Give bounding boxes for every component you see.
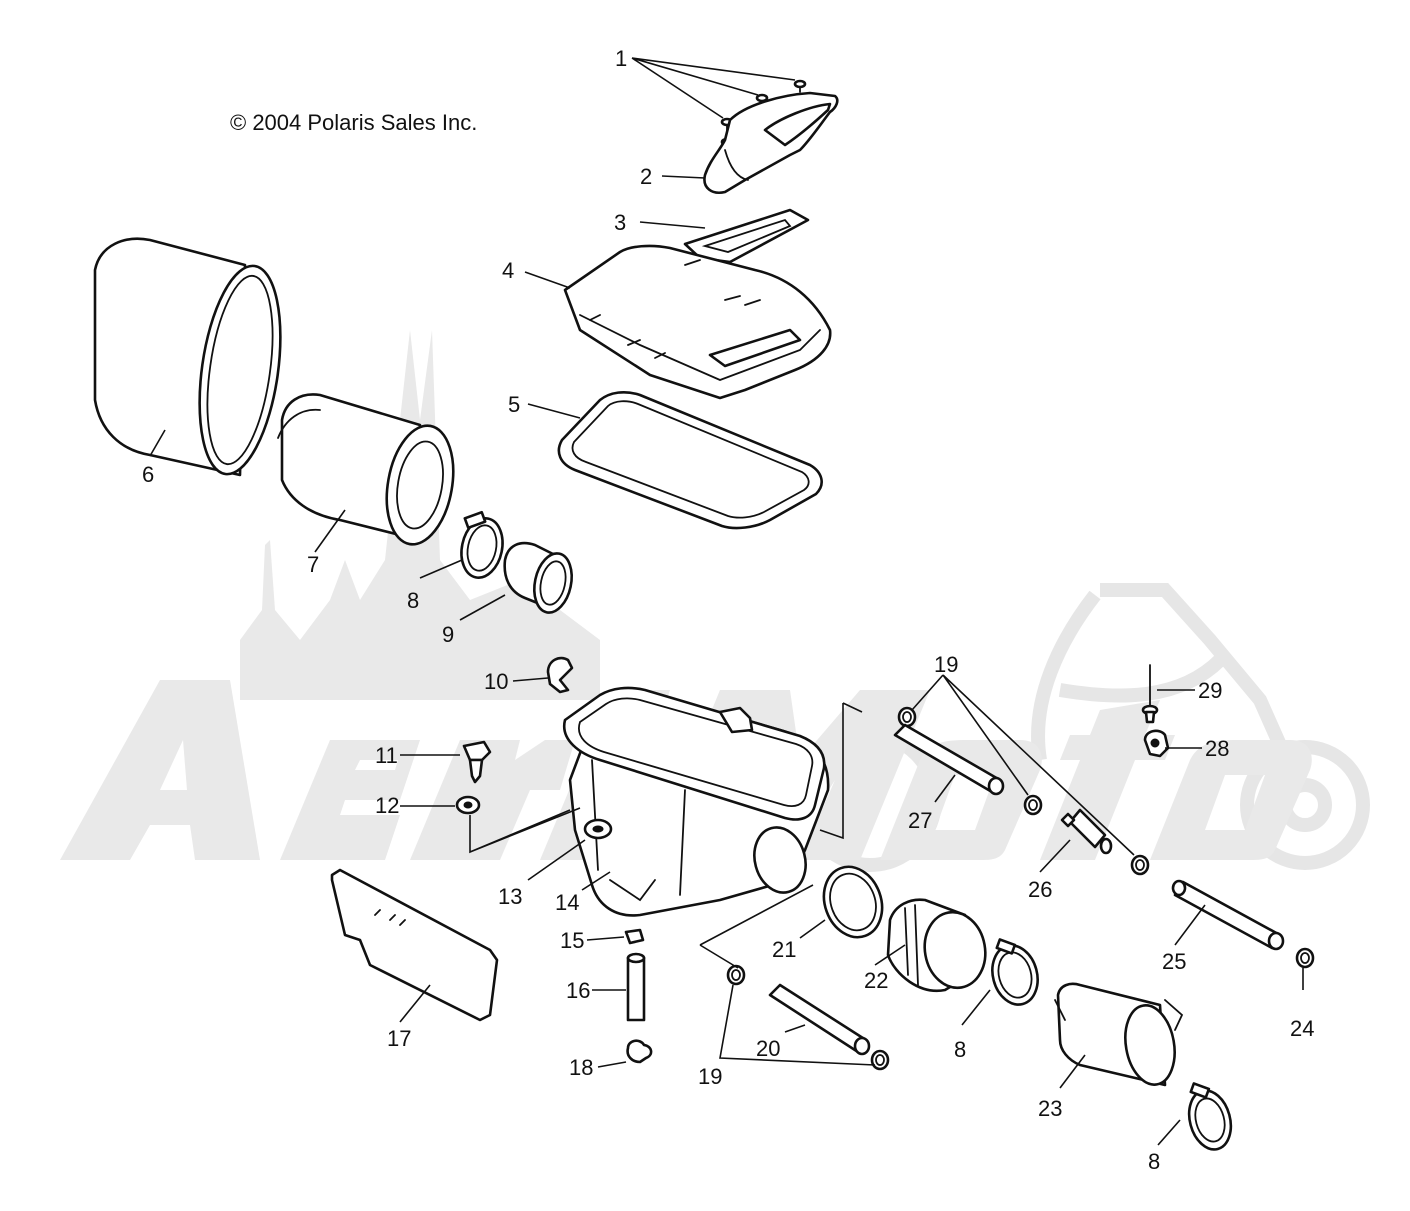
callout-9: 9 <box>442 622 454 647</box>
watermark-motorcycle <box>798 583 1370 872</box>
callout-5: 5 <box>508 392 520 417</box>
callout-23: 23 <box>1038 1096 1062 1121</box>
callout-7: 7 <box>307 552 319 577</box>
callout-12: 12 <box>375 793 399 818</box>
callout-2: 2 <box>640 164 652 189</box>
part-18-plug <box>626 1039 653 1064</box>
part-9-adapter <box>503 541 573 614</box>
callout-26: 26 <box>1028 877 1052 902</box>
screw <box>793 79 807 93</box>
small-clamp <box>870 1049 890 1071</box>
part-20-hose <box>768 983 871 1056</box>
callout-13: 13 <box>498 884 522 909</box>
callout-8-lower: 8 <box>1148 1149 1160 1174</box>
part-2-intake-duct <box>703 91 839 194</box>
callout-21: 21 <box>772 937 796 962</box>
part-25-hose <box>1171 879 1285 951</box>
part-15-cap <box>624 928 645 945</box>
part-21-o-ring <box>822 865 884 939</box>
callout-6: 6 <box>142 462 154 487</box>
callout-10: 10 <box>484 669 508 694</box>
part-13-grommet <box>583 818 613 840</box>
callout-24: 24 <box>1290 1016 1314 1041</box>
callout-25: 25 <box>1162 949 1186 974</box>
part-17-heat-shield <box>330 868 499 1022</box>
callout-8-upper: 8 <box>407 588 419 613</box>
small-clamp <box>1023 794 1043 816</box>
callout-4: 4 <box>502 258 514 283</box>
callout-8-middle: 8 <box>954 1037 966 1062</box>
callout-3: 3 <box>614 210 626 235</box>
part-19-clamps <box>726 706 1150 1071</box>
part-16-tube <box>626 952 646 1022</box>
callout-19-upper: 19 <box>934 652 958 677</box>
part-8-clamp-lower <box>1187 1082 1233 1151</box>
callout-11: 11 <box>375 743 398 768</box>
part-27-hose <box>893 723 1005 796</box>
callout-20: 20 <box>756 1036 780 1061</box>
part-5-seal <box>557 390 823 530</box>
part-3-gasket <box>683 208 810 264</box>
part-14-airbox-base <box>562 686 830 917</box>
part-8-clamp-middle <box>991 938 1039 1006</box>
part-28-clip <box>1143 729 1170 758</box>
part-8-clamp-upper <box>460 510 504 579</box>
part-26-check-valve <box>1060 808 1113 855</box>
callout-16: 16 <box>566 978 590 1003</box>
leader-lines <box>149 57 1304 1146</box>
callout-labels: 1 2 3 4 5 6 7 8 9 10 11 12 13 14 15 16 1… <box>142 46 1314 1174</box>
callout-19-lower: 19 <box>698 1064 722 1089</box>
part-12-washer <box>455 795 481 815</box>
part-22-boot <box>886 898 987 993</box>
part-6-prefilter <box>93 237 282 477</box>
callout-17: 17 <box>387 1026 411 1051</box>
callout-27: 27 <box>908 808 932 833</box>
callout-28: 28 <box>1205 736 1229 761</box>
part-7-air-filter <box>277 393 455 546</box>
callout-29: 29 <box>1198 678 1222 703</box>
callout-18: 18 <box>569 1055 593 1080</box>
copyright-notice: © 2004 Polaris Sales Inc. <box>230 110 477 135</box>
part-11-bolt <box>462 740 492 784</box>
small-clamp <box>726 964 746 986</box>
callout-22: 22 <box>864 968 888 993</box>
part-10-clip <box>546 656 574 694</box>
part-4-airbox-cover <box>563 244 832 400</box>
part-23-duct <box>1054 982 1184 1087</box>
part-29-rivet <box>1141 664 1159 724</box>
callout-1: 1 <box>615 46 627 71</box>
small-clamp <box>1130 854 1150 876</box>
part-24-clamp <box>1295 947 1315 969</box>
callout-15: 15 <box>560 928 584 953</box>
callout-14: 14 <box>555 890 579 915</box>
small-clamp <box>897 706 917 728</box>
